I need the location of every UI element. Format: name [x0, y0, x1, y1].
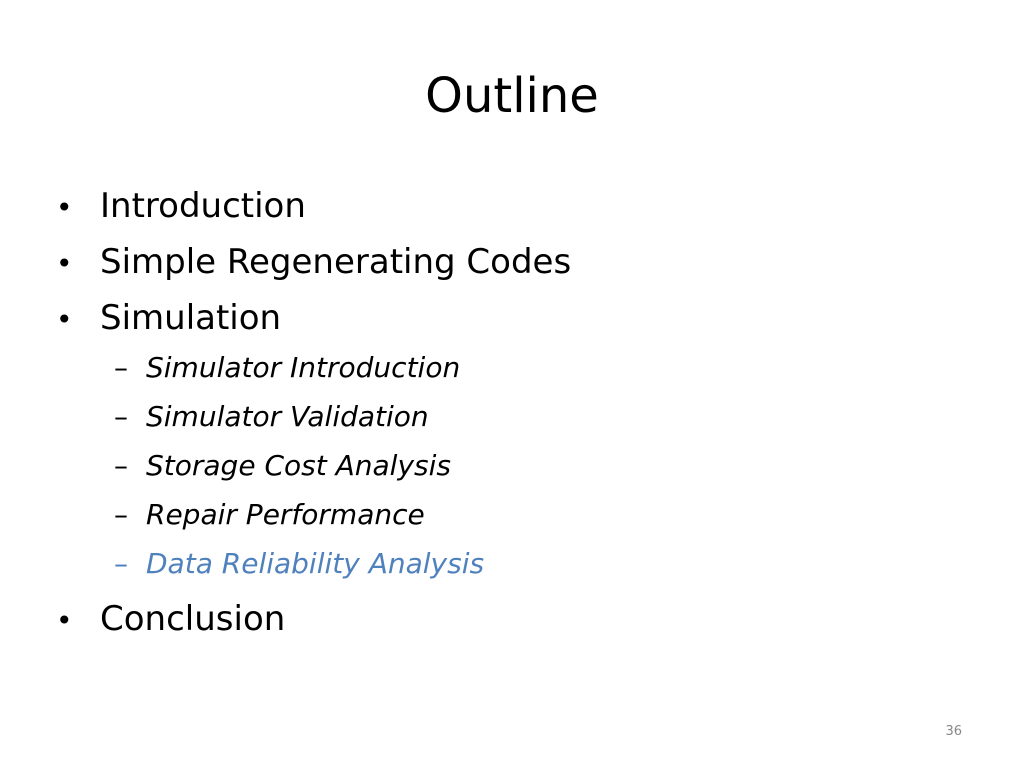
bullet-icon: • — [56, 247, 73, 280]
outline-item-simple-regenerating-codes: • Simple Regenerating Codes — [56, 238, 956, 294]
sub-list: – Simulator Introduction – Simulator Val… — [114, 348, 1014, 593]
sub-item-simulator-validation: – Simulator Validation — [114, 397, 1014, 446]
outline-item-label: Introduction — [100, 186, 306, 226]
slide-title: Outline — [425, 68, 599, 124]
sub-item-label: Repair Performance — [146, 498, 425, 531]
outline-list: • Introduction • Simple Regenerating Cod… — [56, 182, 956, 651]
outline-item-label: Simulation — [100, 298, 282, 338]
bullet-icon: • — [56, 303, 73, 336]
outline-item-label: Simple Regenerating Codes — [100, 242, 572, 282]
sub-item-repair-performance: – Repair Performance — [114, 495, 1014, 544]
outline-item-conclusion: • Conclusion — [56, 595, 956, 651]
outline-item-introduction: • Introduction — [56, 182, 956, 238]
slide-number: 36 — [945, 724, 962, 739]
sub-item-label: Simulator Introduction — [146, 351, 461, 384]
sub-item-label: Simulator Validation — [146, 400, 429, 433]
sub-item-data-reliability-analysis: – Data Reliability Analysis — [114, 544, 1014, 593]
dash-icon: – — [114, 351, 128, 384]
dash-icon: – — [114, 547, 128, 580]
bullet-icon: • — [56, 604, 73, 637]
outline-item-simulation: • Simulation — [56, 294, 956, 350]
dash-icon: – — [114, 498, 128, 531]
sub-item-label: Storage Cost Analysis — [146, 449, 451, 482]
bullet-icon: • — [56, 191, 73, 224]
outline-item-label: Conclusion — [100, 599, 286, 639]
sub-item-simulator-introduction: – Simulator Introduction — [114, 348, 1014, 397]
sub-item-label: Data Reliability Analysis — [146, 547, 485, 580]
dash-icon: – — [114, 400, 128, 433]
sub-item-storage-cost-analysis: – Storage Cost Analysis — [114, 446, 1014, 495]
simulation-subtopics: – Simulator Introduction – Simulator Val… — [56, 350, 956, 595]
dash-icon: – — [114, 449, 128, 482]
